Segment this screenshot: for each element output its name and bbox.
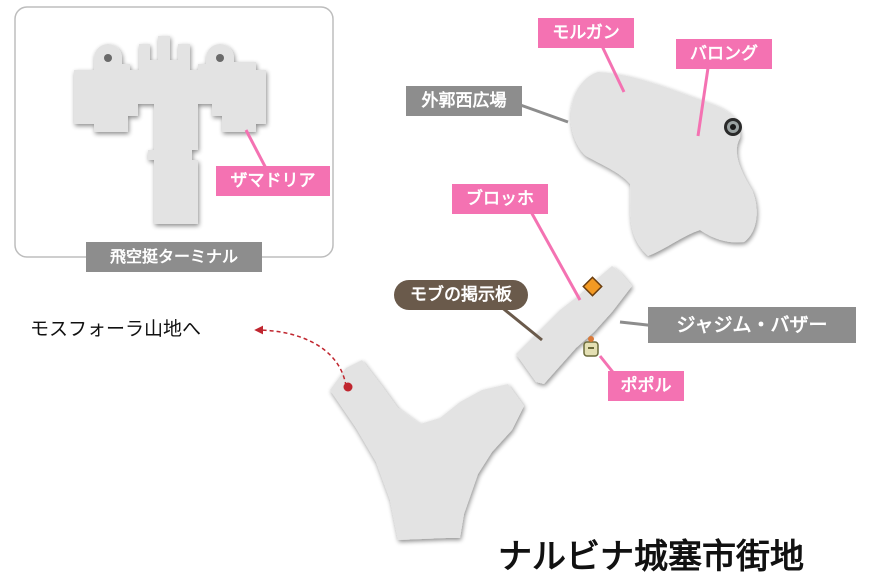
label-barongu: バロング: [676, 39, 772, 69]
window-dot: [104, 54, 112, 62]
label-zamadoria: ザマドリア: [216, 166, 330, 196]
label-burokkho: ブロッホ: [452, 184, 548, 214]
exit-arrow-icon: [254, 325, 347, 387]
map-title: ナルビナ城塞市街地: [498, 537, 804, 577]
mob-board-marker-icon: [582, 276, 603, 297]
area-airship-terminal: [74, 36, 266, 224]
moogle-icon: [583, 336, 599, 357]
save-crystal-icon: [724, 118, 742, 136]
exit-label: モスフォーラ山地へ: [30, 318, 202, 340]
label-bazaar: ジャジム・バザー: [648, 307, 856, 343]
area-bazaar-street: [516, 266, 632, 384]
label-morugan: モルガン: [538, 18, 634, 48]
label-mob-board: モブの掲示板: [394, 280, 528, 310]
label-outer-west-plaza: 外郭西広場: [406, 86, 522, 116]
leader-line-mob: [499, 304, 543, 342]
area-south-gate: [330, 360, 524, 540]
window-dot: [216, 54, 224, 62]
inset-caption: 飛空挺ターミナル: [86, 242, 262, 272]
exit-marker-icon: [343, 382, 353, 392]
label-poporu: ポポル: [608, 371, 684, 401]
area-outer-west-plaza: [570, 72, 757, 256]
